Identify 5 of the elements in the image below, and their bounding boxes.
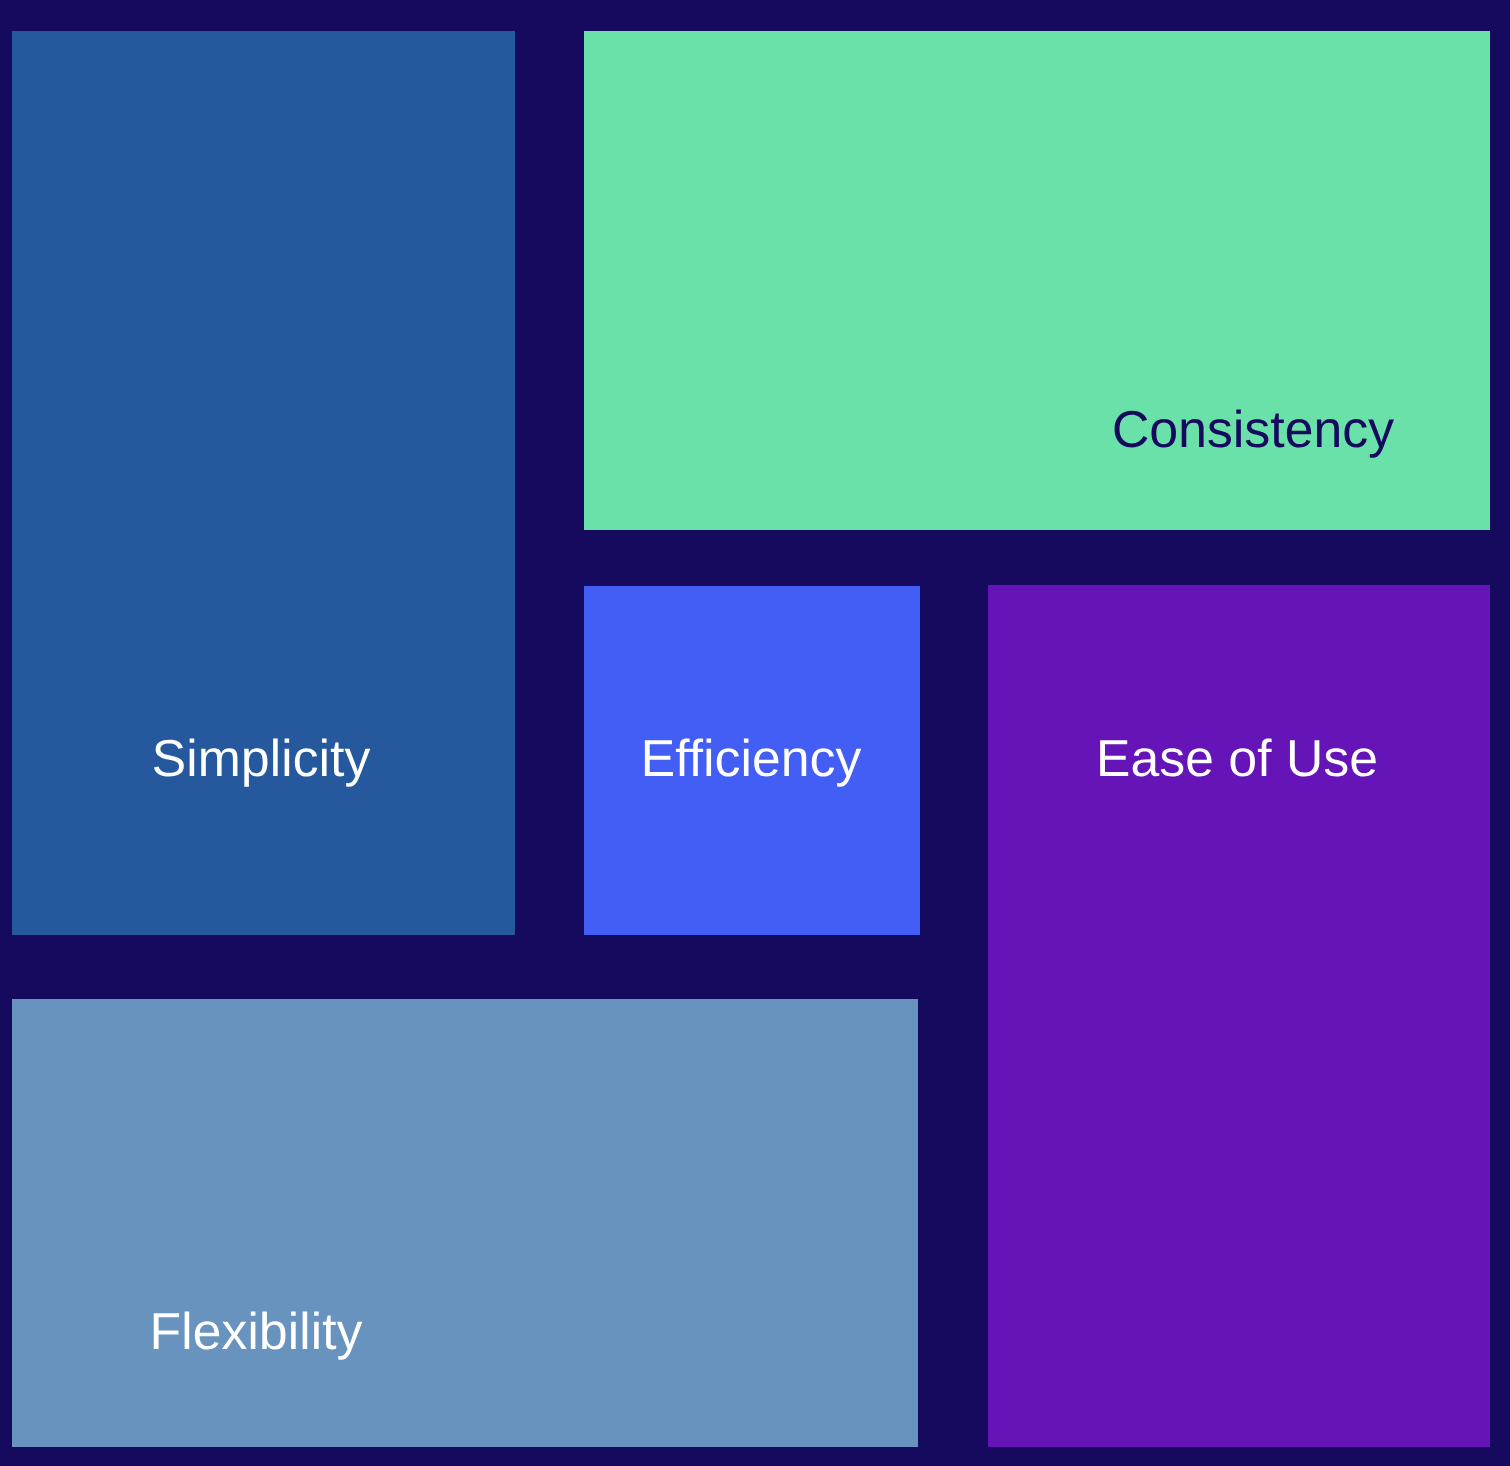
treemap-tile: Ease of Use	[988, 585, 1490, 1447]
treemap-tile: Efficiency	[584, 586, 920, 935]
treemap-tile: Consistency	[584, 31, 1490, 530]
treemap-tile: Simplicity	[12, 31, 515, 935]
treemap-tile: Flexibility	[12, 999, 918, 1447]
